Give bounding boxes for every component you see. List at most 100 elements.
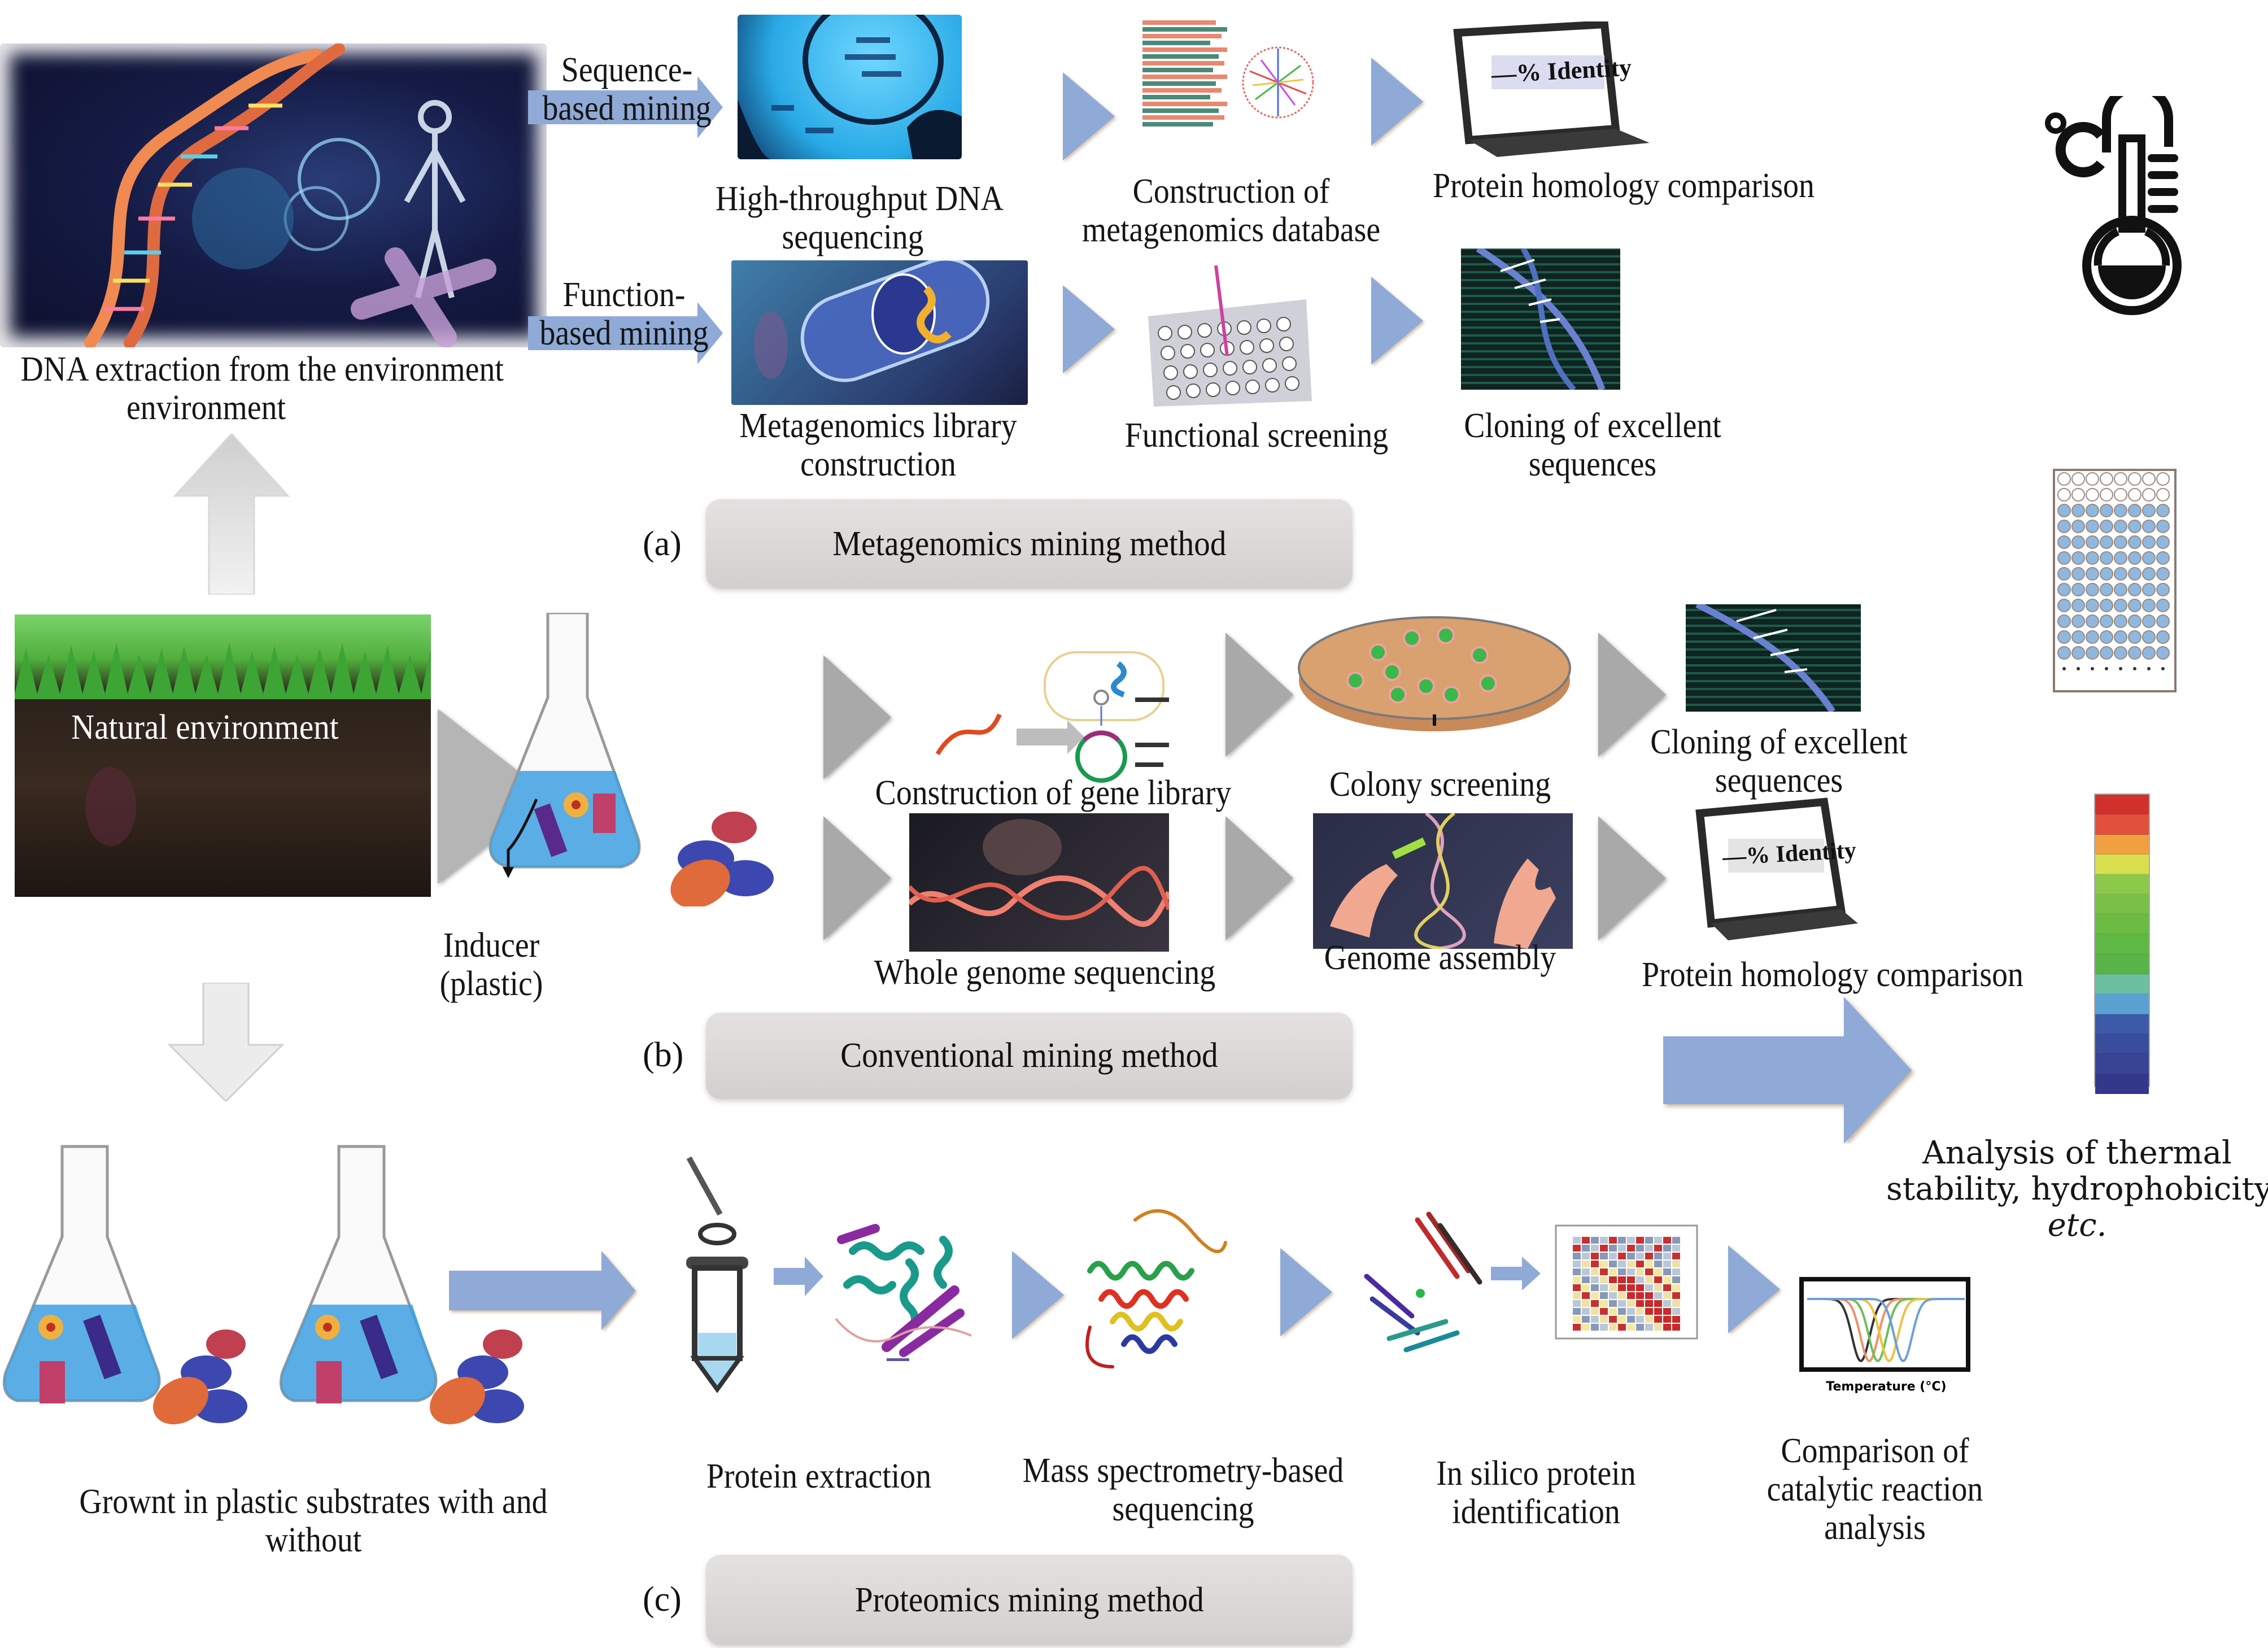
heatmap-cell (1618, 1300, 1626, 1307)
heatmap-cell (1573, 1237, 1581, 1244)
well (2091, 667, 2094, 670)
heatmap-cell (1618, 1253, 1626, 1259)
heatmap-cell (1636, 1308, 1644, 1315)
panel-c-title: Proteomics mining method (706, 1555, 1353, 1645)
step-label-cloning-sequences: Cloning of excellent sequences (1464, 407, 1721, 483)
step-label-cloning-sequences-2: Cloning of excellent sequences (1650, 723, 1908, 800)
color-scale-band (2095, 795, 2149, 815)
protein-structure-image (1085, 1209, 1227, 1368)
well (2156, 551, 2170, 565)
heatmap-cell (1600, 1300, 1608, 1307)
well (2142, 504, 2156, 517)
heatmap-cell (1636, 1316, 1644, 1323)
well (2142, 535, 2156, 549)
well (2114, 646, 2127, 660)
heatmap-cell (1663, 1237, 1671, 1244)
step-arrow-icon (1598, 633, 1666, 757)
heatmap-cell (1627, 1268, 1635, 1275)
step-arrow-icon (1371, 277, 1423, 365)
heatmap-cell (1600, 1284, 1608, 1291)
heatmap-cell (1609, 1261, 1617, 1267)
heatmap-cell (1663, 1316, 1671, 1323)
soil-grass-image: Natural environment (15, 614, 431, 897)
heatmap-cell (1600, 1324, 1608, 1331)
heatmap-cell (1573, 1268, 1581, 1275)
well (2086, 599, 2099, 612)
heatmap-cell (1582, 1276, 1590, 1283)
well (2057, 520, 2071, 533)
well (2086, 614, 2099, 628)
well (2100, 567, 2113, 581)
step-arrow-icon (1225, 816, 1293, 940)
well (2114, 614, 2127, 628)
well (2062, 667, 2066, 670)
well (2100, 535, 2113, 549)
protein-structure-image (1364, 1211, 1482, 1353)
well (2114, 520, 2127, 533)
well (2114, 535, 2127, 549)
well (2105, 667, 2108, 670)
well (2156, 504, 2170, 517)
color-scale-band (2095, 1034, 2149, 1054)
down-arrow-icon (167, 983, 285, 1101)
well (2057, 614, 2071, 628)
heatmap-cell (1591, 1316, 1599, 1323)
color-scale-band (2095, 894, 2149, 914)
well (2114, 583, 2127, 596)
well (2100, 551, 2113, 565)
heatmap-cell (1573, 1245, 1581, 1252)
heatmap-cell (1672, 1237, 1680, 1244)
well (2128, 646, 2141, 660)
melt-curve-line (1807, 1298, 1965, 1363)
well (2100, 520, 2113, 533)
dna-code-image (1461, 248, 1620, 390)
heatmap-cell (1672, 1268, 1680, 1275)
heatmap-cell (1645, 1261, 1653, 1267)
heatmap-cell (1627, 1261, 1635, 1267)
well (2128, 535, 2141, 549)
well (2100, 614, 2113, 628)
heatmap-cell (1654, 1308, 1662, 1315)
heatmap-cell (1618, 1268, 1626, 1275)
step-label-protein-homology: Protein homology comparison (1433, 167, 1815, 205)
analysis-arrow (1663, 997, 1912, 1144)
step-label-gene-library: Construction of gene library (875, 774, 1232, 812)
well (2100, 583, 2113, 596)
heatmap-cell (1582, 1308, 1590, 1315)
sequence-branch-arrow (528, 76, 723, 138)
color-scale-band (2095, 914, 2149, 935)
step-label-protein-homology-2: Protein homology comparison (1642, 956, 2023, 994)
heatmap-cell (1672, 1324, 1680, 1331)
well (2156, 583, 2170, 596)
well (2057, 646, 2071, 660)
heatmap-cell (1618, 1284, 1626, 1291)
well (2114, 630, 2127, 644)
step-label-colony-screening: Colony screening (1329, 765, 1551, 804)
well (2142, 520, 2156, 533)
heatmap-cell (1672, 1261, 1680, 1267)
heatmap-cell (1582, 1300, 1590, 1307)
well (2086, 535, 2099, 549)
heatmap-cell (1654, 1300, 1662, 1307)
heatmap-cell (1573, 1324, 1581, 1331)
step-label-mass-spec: Mass spectrometry-based sequencing (1022, 1451, 1344, 1528)
well (2114, 567, 2127, 581)
well (2142, 567, 2156, 581)
dna-helix-image (0, 43, 547, 347)
well (2133, 667, 2136, 670)
panel-b-title: Conventional mining method (706, 1013, 1353, 1099)
well (2128, 504, 2141, 517)
natural-environment-label: Natural environment (71, 708, 339, 747)
well (2114, 599, 2127, 612)
well (2077, 667, 2080, 670)
heatmap-cell (1609, 1300, 1617, 1307)
well (2128, 614, 2141, 628)
well (2156, 599, 2170, 612)
heatmap-cell (1654, 1237, 1662, 1244)
heatmap-cell (1654, 1292, 1662, 1299)
heatmap-cell (1663, 1308, 1671, 1315)
step-label-functional-screening: Functional screening (1124, 416, 1389, 455)
heatmap-cell (1609, 1324, 1617, 1331)
heatmap-cell (1627, 1308, 1635, 1315)
well (2142, 599, 2156, 612)
